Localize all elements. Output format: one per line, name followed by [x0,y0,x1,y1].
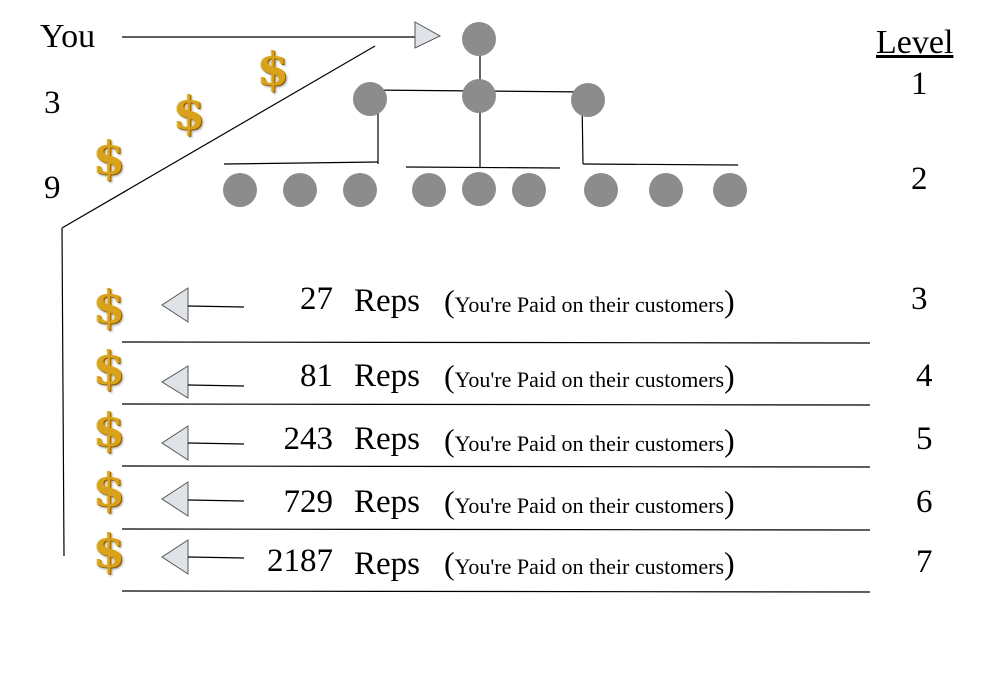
tree-node-level2 [584,173,618,207]
tree-node-level1 [571,83,605,117]
tree-node-level1 [462,79,496,113]
row-rep-count: 2187 [267,543,333,579]
row-level-number: 5 [916,421,933,457]
dollar-sign-icon: $ [93,403,126,457]
you-arrowhead-icon [414,21,442,49]
you-label: You [40,18,96,55]
row-note: (You're Paid on their customers) [444,285,735,317]
dollar-sign-icon: $ [93,341,126,395]
left-arrowhead-icon [161,539,189,575]
row-note-open: ( [444,422,455,458]
tree-node-level2 [283,173,317,207]
row-level-number: 7 [916,544,933,580]
left-arrow-shaft [187,384,245,387]
row-note: (You're Paid on their customers) [444,486,735,518]
tree-node-level2 [649,173,683,207]
dollar-sign-icon: $ [93,524,126,578]
tree-node-level2 [713,173,747,207]
dollar-sign-icon: $ [93,280,126,334]
tree-middle-bar [405,166,561,169]
left-arrowhead-icon [161,287,189,323]
left-arrow-shaft [187,305,245,308]
tree-node-level1 [353,82,387,116]
row-separator [121,590,871,593]
row-note-close: ) [724,484,735,520]
left-arrow-shaft [187,499,245,502]
left-arrowhead-icon [161,365,189,399]
dollar-sign-icon: $ [257,42,290,96]
dollar-sign-icon: $ [93,131,126,185]
level-1-number: 1 [911,66,928,102]
row-rep-count: 27 [300,281,333,317]
row-note: (You're Paid on their customers) [444,424,735,456]
row-note-text: You're Paid on their customers [454,431,725,456]
tree-node-level2 [512,173,546,207]
tree-right-bar [582,163,739,166]
row-note-close: ) [724,358,735,394]
row-level-number: 6 [916,484,933,520]
left-arrow-shaft [187,556,245,559]
bracket-vertical-line [61,227,65,557]
row-note-text: You're Paid on their customers [454,367,725,392]
row-note-text: You're Paid on their customers [454,554,725,579]
row-unit-label: Reps [354,421,420,457]
dollar-sign-icon: $ [173,86,206,140]
row-note-open: ( [444,283,455,319]
row-unit-label: Reps [354,546,420,582]
row-rep-count: 81 [300,358,333,394]
tree-left-bar [223,161,379,165]
level-1-count: 3 [44,85,61,121]
level-2-number: 2 [911,161,928,197]
row-separator [121,341,871,344]
bracket-diagonal-line [61,45,376,229]
level-header: Level [876,24,954,61]
dollar-sign-icon: $ [93,463,126,517]
tree-node-level2 [223,173,257,207]
row-separator [121,403,871,406]
row-level-number: 4 [916,358,933,394]
row-note: (You're Paid on their customers) [444,360,735,392]
row-unit-label: Reps [354,358,420,394]
row-note-text: You're Paid on their customers [454,292,725,317]
row-note: (You're Paid on their customers) [444,547,735,579]
tree-node-level2 [462,172,496,206]
row-rep-count: 729 [283,484,334,520]
row-note-open: ( [444,484,455,520]
row-note-close: ) [724,422,735,458]
left-arrowhead-icon [161,425,189,461]
row-note-close: ) [724,283,735,319]
row-note-text: You're Paid on their customers [454,493,725,518]
row-note-open: ( [444,358,455,394]
tree-node-level2 [412,173,446,207]
row-separator [121,465,871,468]
level-2-count: 9 [44,170,61,206]
row-note-open: ( [444,545,455,581]
row-note-close: ) [724,545,735,581]
row-unit-label: Reps [354,283,420,319]
tree-node-you [462,22,496,56]
row-separator [121,528,871,531]
left-arrowhead-icon [161,481,189,517]
row-rep-count: 243 [283,421,334,457]
row-unit-label: Reps [354,484,420,520]
left-arrow-shaft [187,442,245,445]
row-level-number: 3 [911,281,928,317]
tree-node-level2 [343,173,377,207]
